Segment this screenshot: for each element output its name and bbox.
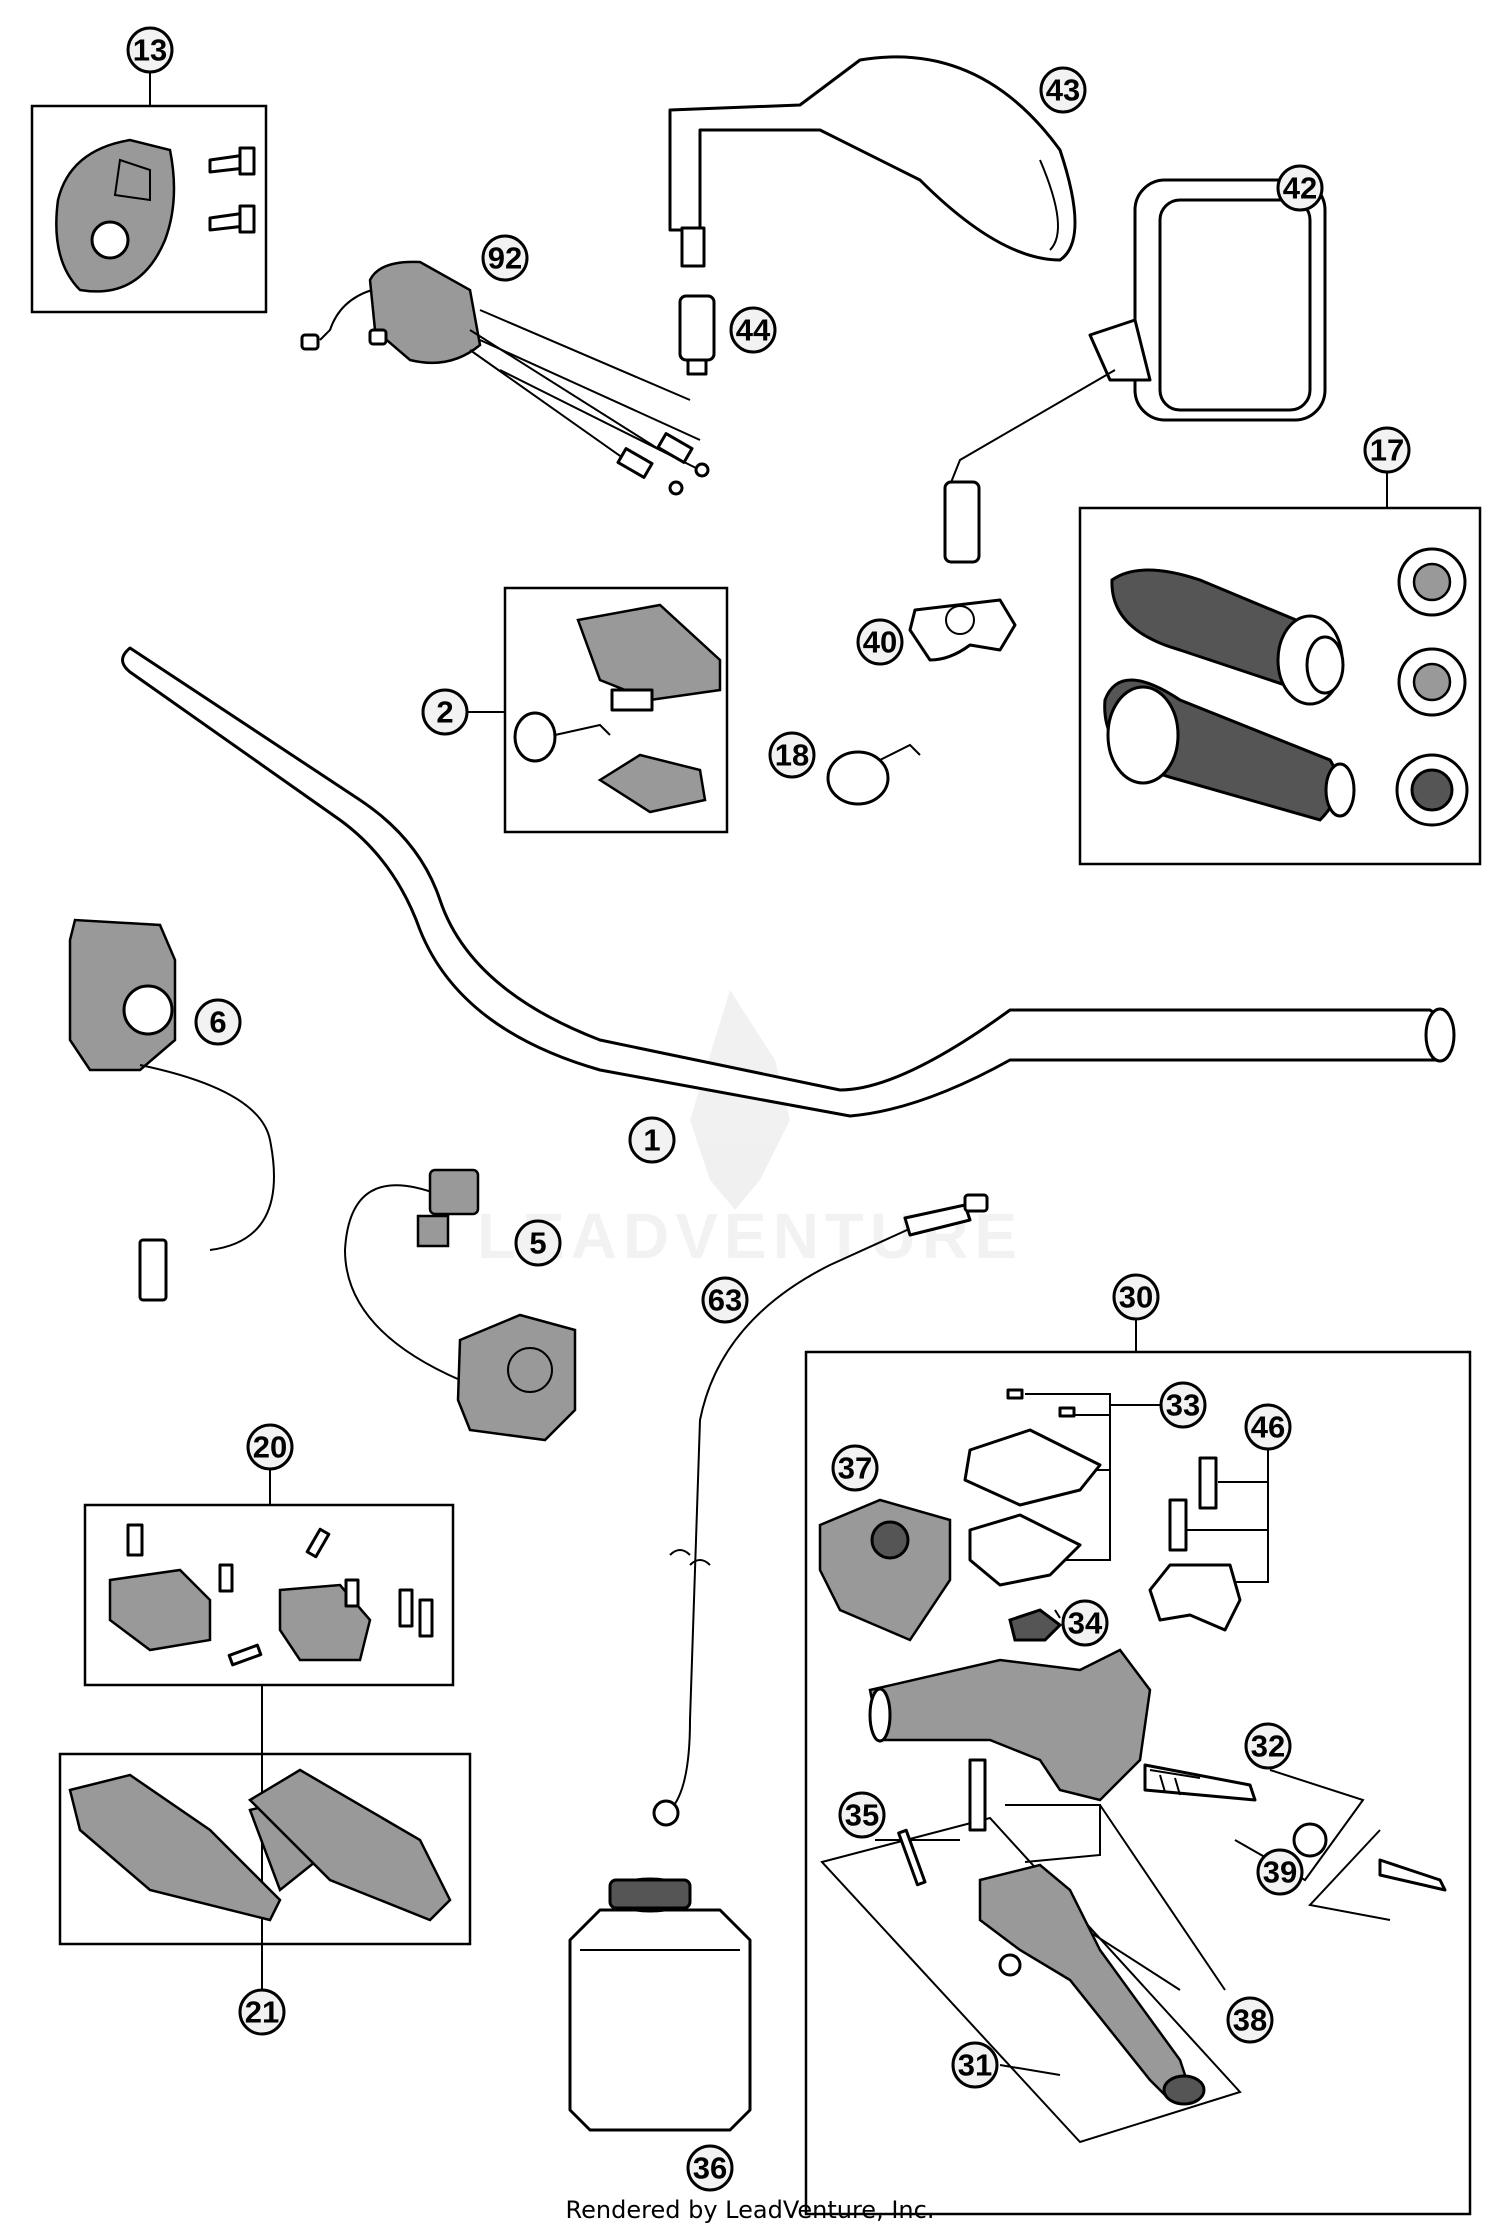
callout-92: 92 — [481, 234, 529, 282]
callout-34: 34 — [1061, 1599, 1109, 1647]
box-17 — [1078, 506, 1482, 866]
svg-text:63: 63 — [708, 1283, 742, 1318]
svg-text:37: 37 — [838, 1451, 872, 1486]
callout-2: 2 — [421, 688, 469, 736]
switch-housing-13 — [55, 138, 256, 293]
callout-32: 32 — [1244, 1722, 1292, 1770]
clamp-40 — [908, 598, 1017, 662]
callout-31: 31 — [951, 2041, 999, 2089]
flame-logo-icon — [690, 990, 790, 1210]
callout-30: 30 — [1112, 1273, 1160, 1321]
svg-text:13: 13 — [133, 33, 167, 68]
svg-text:38: 38 — [1233, 2003, 1267, 2038]
svg-text:20: 20 — [253, 1430, 287, 1465]
grips-17 — [1103, 547, 1469, 827]
box-2 — [503, 586, 729, 834]
brake-fluid-bottle-36 — [568, 1877, 752, 2132]
callout-13: 13 — [126, 26, 174, 74]
callout-37: 37 — [831, 1444, 879, 1492]
svg-text:42: 42 — [1283, 171, 1317, 206]
display-2 — [513, 603, 722, 814]
svg-text:1: 1 — [643, 1123, 660, 1158]
box-30 — [804, 1350, 1472, 2216]
callout-35: 35 — [838, 1791, 886, 1839]
callout-42: 42 — [1276, 164, 1324, 212]
svg-text:6: 6 — [209, 1005, 226, 1040]
throttle-92 — [300, 260, 710, 496]
svg-text:35: 35 — [845, 1798, 879, 1833]
callout-38: 38 — [1226, 1996, 1274, 2044]
svg-text:44: 44 — [736, 313, 771, 348]
handlebar — [121, 646, 1456, 1118]
svg-text:18: 18 — [775, 738, 809, 773]
svg-text:36: 36 — [693, 2151, 727, 2186]
svg-text:33: 33 — [1166, 1388, 1200, 1423]
callout-6: 6 — [194, 998, 242, 1046]
footer-credit: Rendered by LeadVenture, Inc. — [565, 2196, 935, 2224]
callout-18: 18 — [768, 731, 816, 779]
svg-text:43: 43 — [1046, 73, 1080, 108]
box-21 — [58, 1752, 472, 1946]
callout-43: 43 — [1039, 66, 1087, 114]
callout-5: 5 — [514, 1219, 562, 1267]
svg-text:46: 46 — [1251, 1410, 1285, 1445]
callouts: 13 92 43 44 42 17 2 40 18 6 1 5 63 30 20… — [126, 26, 1411, 2192]
callout-44: 44 — [729, 306, 777, 354]
callout-21: 21 — [238, 1988, 286, 2036]
switch-5 — [343, 1168, 577, 1442]
svg-text:30: 30 — [1119, 1280, 1153, 1315]
svg-text:5: 5 — [529, 1226, 546, 1261]
callout-63: 63 — [701, 1276, 749, 1324]
svg-text:40: 40 — [863, 625, 897, 660]
svg-text:17: 17 — [1370, 433, 1404, 468]
callout-46: 46 — [1244, 1403, 1292, 1451]
cable-tie-18 — [826, 743, 921, 806]
svg-text:31: 31 — [958, 2048, 992, 2083]
adapter-44 — [678, 294, 716, 376]
switch-6 — [68, 918, 275, 1302]
cable-63 — [652, 1193, 989, 1827]
handguards-21 — [68, 1768, 452, 1922]
mirror-43 — [668, 55, 1077, 268]
svg-text:21: 21 — [245, 1995, 279, 2030]
mirror-42 — [943, 178, 1327, 564]
callout-17: 17 — [1363, 426, 1411, 474]
master-cylinder-30 — [818, 1388, 1447, 2106]
svg-text:34: 34 — [1068, 1606, 1103, 1641]
callout-39: 39 — [1256, 1848, 1304, 1896]
callout-36: 36 — [686, 2144, 734, 2192]
svg-text:39: 39 — [1263, 1855, 1297, 1890]
callout-20: 20 — [246, 1423, 294, 1471]
callout-1: 1 — [628, 1116, 676, 1164]
svg-text:2: 2 — [436, 695, 453, 730]
callout-33: 33 — [1159, 1381, 1207, 1429]
hardware-kit-20 — [108, 1523, 434, 1667]
callout-40: 40 — [856, 618, 904, 666]
svg-text:92: 92 — [488, 241, 522, 276]
svg-text:32: 32 — [1251, 1729, 1285, 1764]
